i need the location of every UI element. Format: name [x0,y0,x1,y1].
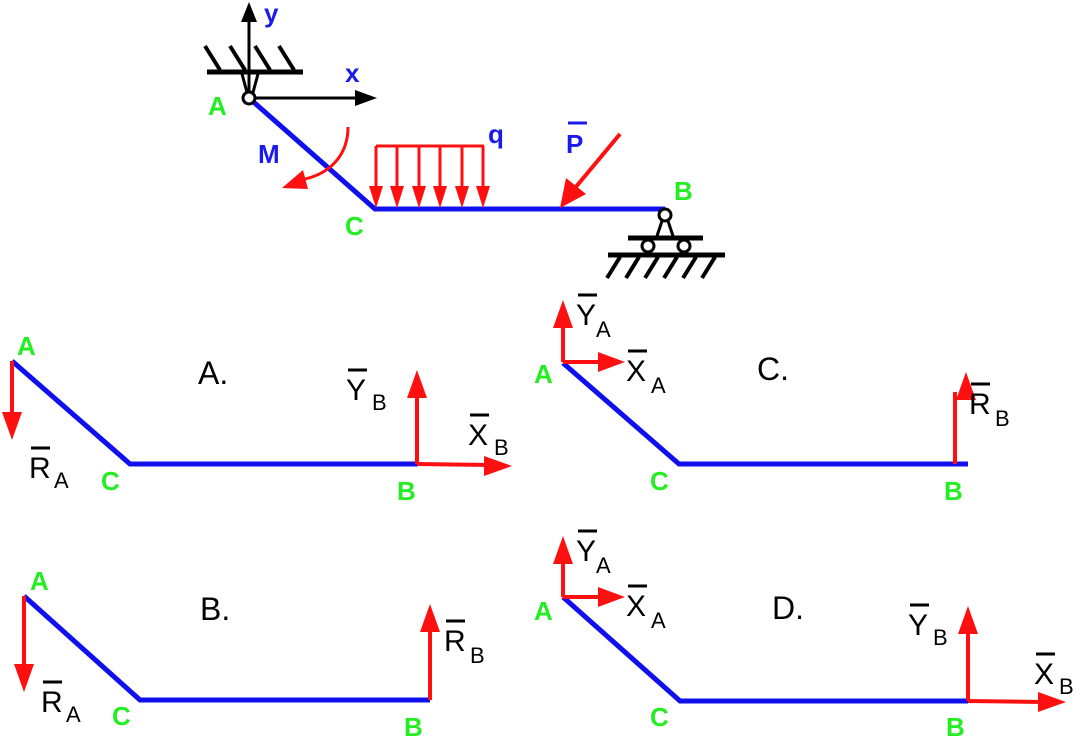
force-xa-arrow [563,587,625,607]
svg-text:X: X [1034,658,1054,691]
svg-text:B: B [372,390,387,415]
distributed-load-label: q [488,119,504,149]
svg-text:A: A [596,317,611,342]
point-label-a: A [208,91,227,121]
point-label-c: C [112,701,131,731]
force-xa-label: X A [626,349,666,398]
svg-text:A: A [651,608,666,633]
point-label-c: C [101,466,120,496]
y-axis-arrow [241,2,257,100]
force-p-arrow [560,132,622,208]
force-yb-arrow [407,370,427,464]
svg-text:A: A [66,702,81,727]
force-rb-label: R B [969,382,1010,431]
moment-arrow [282,126,350,189]
option-b[interactable]: A C B B. R A R B [14,566,485,738]
svg-text:R: R [29,452,51,485]
svg-text:Y: Y [908,609,928,642]
svg-text:P: P [566,129,583,159]
svg-text:A: A [54,468,69,493]
force-yb-label: Y B [908,603,948,650]
roller-support-b [605,207,725,280]
svg-text:Y: Y [576,299,596,332]
point-label-b: B [397,476,416,506]
force-xa-label: X A [626,584,666,633]
svg-text:X: X [468,419,488,452]
option-label: C. [757,351,789,387]
y-axis-label: y [264,0,279,28]
point-label-a: A [17,331,36,361]
force-xa-arrow [563,352,625,372]
force-yb-arrow [958,606,978,701]
svg-text:R: R [444,625,466,658]
force-ra-label: R A [29,446,69,493]
x-axis-arrow [249,90,377,106]
beam [561,595,968,704]
point-label-a: A [534,359,553,389]
svg-text:X: X [626,590,646,623]
force-xb-label: X B [1034,652,1074,699]
point-label-a: A [30,566,49,596]
option-label: D. [772,590,804,626]
beam [561,361,968,467]
point-label-b: B [946,712,965,738]
x-axis-label: x [345,58,360,88]
svg-text:B: B [1059,674,1074,699]
main-scheme: y x A C B M q P [203,0,725,280]
point-label-b: B [404,712,423,738]
point-label-c: C [650,702,669,732]
distributed-load [369,144,490,208]
force-rb-arrow [953,372,976,464]
svg-text:R: R [969,388,991,421]
point-label-b: B [674,176,693,206]
svg-text:B: B [494,435,509,460]
force-rb-arrow [420,604,440,700]
point-label-c: C [650,466,669,496]
svg-text:B: B [470,643,485,668]
force-p-label: P [566,121,587,159]
force-ya-label: Y A [576,529,611,578]
option-label: A. [198,355,228,391]
force-ya-label: Y A [576,293,611,342]
svg-text:X: X [626,355,646,388]
force-ra-arrow [2,361,22,440]
point-label-c: C [345,211,364,241]
moment-label: M [258,139,280,169]
force-ya-arrow [553,300,573,362]
force-xb-arrow [416,456,512,476]
force-ya-arrow [553,536,573,597]
force-xb-label: X B [468,413,509,460]
load-arrow-head [369,186,383,208]
load-arrow-head [433,186,447,208]
point-label-b: B [944,476,963,506]
option-c[interactable]: A C B C. Y A X A R B [534,293,1010,506]
svg-text:A: A [596,553,611,578]
beam [10,359,418,467]
beam [22,594,430,703]
pin-support-a [203,44,303,97]
option-a[interactable]: A C B A. R A Y B X B [2,331,512,506]
svg-text:R: R [41,686,63,719]
load-arrow-head [412,186,426,208]
beam [247,96,665,212]
force-xb-arrow [967,692,1066,712]
option-d[interactable]: A C B D. Y A X A Y B [534,529,1074,738]
svg-text:Y: Y [576,535,596,568]
force-rb-label: R B [444,619,485,668]
force-ra-label: R A [41,680,81,727]
svg-text:A: A [651,373,666,398]
svg-text:B: B [933,625,948,650]
svg-text:Y: Y [346,374,366,407]
option-label: B. [200,591,230,627]
load-arrow-head [455,186,469,208]
force-yb-label: Y B [346,368,387,415]
point-label-a: A [534,596,553,626]
svg-text:B: B [995,406,1010,431]
hinge-a [241,90,257,106]
load-arrow-head [390,186,404,208]
force-ra-arrow [14,596,34,692]
load-arrow-head [476,186,490,208]
